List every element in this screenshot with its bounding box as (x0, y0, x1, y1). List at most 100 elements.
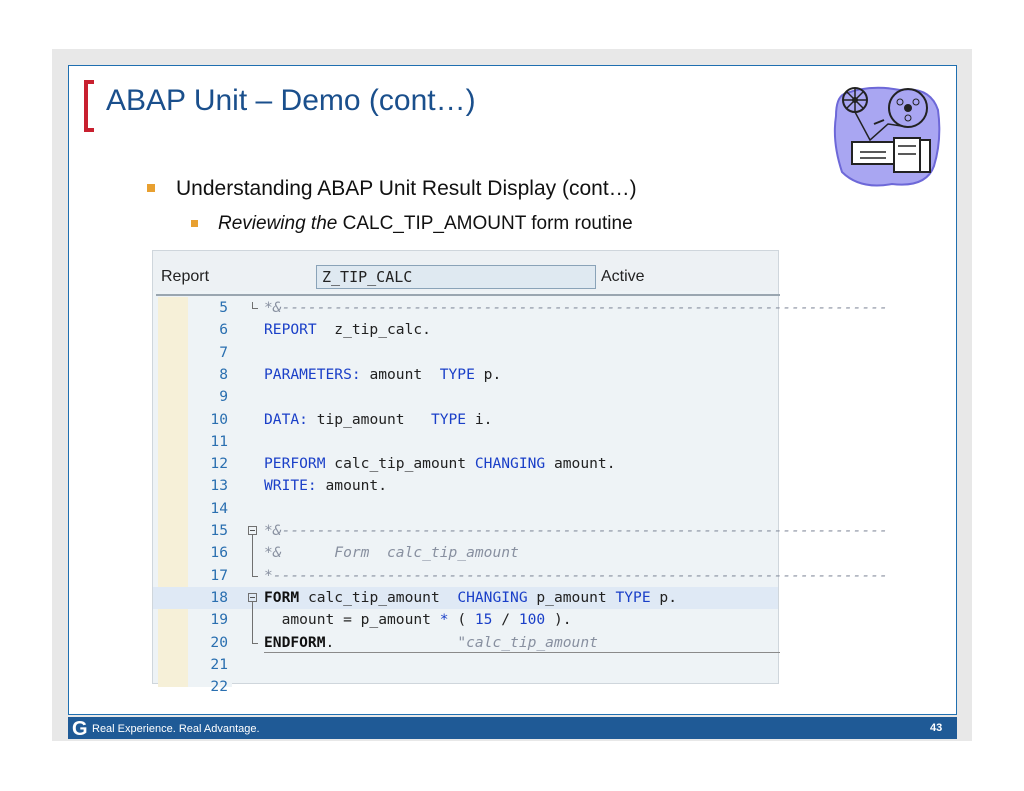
code-token: *---------------------------------------… (264, 566, 888, 584)
line-number: 17 (210, 566, 228, 584)
code-line: 8 PARAMETERS: amount TYPE p. (153, 364, 778, 386)
code-line: 12 PERFORM calc_tip_amount CHANGING amoun… (153, 453, 778, 475)
code-token: *&--------------------------------------… (264, 299, 888, 316)
code-line: 18 FORM calc_tip_amount CHANGING p_amount… (153, 586, 778, 609)
code-text: *---------------------------------------… (264, 565, 888, 587)
fold-toggle-icon[interactable] (248, 592, 257, 602)
page-number: 43 (930, 722, 943, 734)
code-token: 15 (474, 611, 493, 629)
code-token: CHANGING (457, 588, 528, 606)
code-token: *&--------------------------------------… (264, 522, 888, 539)
code-token: ( (448, 611, 475, 629)
line-number: 12 (210, 455, 228, 473)
code-line: 13 WRITE: amount. (153, 475, 778, 497)
code-line: 19 amount = p_amount * ( 15 / 100 ). (153, 609, 778, 631)
bullet-marker (191, 220, 198, 227)
code-line: 15 *&------------------------------------… (153, 520, 887, 542)
code-token: amount. (316, 477, 388, 495)
code-text: amount = p_amount * ( 15 / 100 ). (264, 609, 572, 631)
code-token: ). (545, 611, 572, 629)
bullet-level2: Reviewing the CALC_TIP_AMOUNT form routi… (190, 213, 633, 235)
program-name-field[interactable]: Z_TIP_CALC (316, 265, 596, 289)
code-token: p_amount (527, 588, 616, 606)
title-bracket (84, 80, 94, 132)
block-end-underline (264, 651, 780, 653)
code-line: 21 (153, 654, 778, 676)
code-text: *&--------------------------------------… (264, 520, 888, 542)
fold-guide-line (252, 601, 253, 643)
fold-toggle-icon[interactable] (248, 526, 257, 535)
line-number: 7 (219, 343, 228, 361)
bullet-marker (147, 184, 155, 192)
slide-title: ABAP Unit – Demo (cont…) (106, 84, 476, 117)
code-line: 14 (153, 498, 778, 520)
code-token: amount (360, 365, 440, 383)
code-token: PERFORM (264, 455, 326, 473)
line-number: 8 (219, 365, 228, 383)
code-token: TYPE (430, 410, 467, 428)
code-token: CHANGING (474, 455, 546, 473)
footer-tagline: Real Experience. Real Advantage. (92, 723, 260, 735)
code-text: ENDFORM. "calc_tip_amount (264, 632, 598, 654)
line-number: 10 (210, 410, 228, 428)
line-number: 18 (210, 588, 228, 606)
code-token: ENDFORM (264, 633, 326, 651)
code-token: DATA: (264, 410, 308, 428)
code-token: FORM (264, 588, 300, 606)
code-line: 20 ENDFORM. "calc_tip_amount (153, 632, 778, 654)
report-label: Report (161, 268, 210, 285)
line-number: 11 (210, 432, 228, 450)
bullet-italic-text: Reviewing the (218, 213, 338, 234)
line-number: 22 (210, 678, 228, 696)
abap-editor-screenshot: Report Z_TIP_CALC Active 5 *&------------… (152, 250, 888, 695)
code-token: z_tip_calc. (316, 321, 431, 339)
status-label: Active (601, 268, 645, 285)
code-token: i. (466, 410, 493, 428)
code-token: WRITE: (264, 477, 317, 495)
code-token: REPORT (264, 321, 317, 339)
code-line: 17 *-------------------------------------… (153, 565, 887, 587)
header-separator (156, 294, 780, 296)
line-number: 14 (210, 499, 228, 517)
line-number: 9 (219, 388, 228, 406)
line-number: 5 (219, 299, 228, 316)
code-text: PERFORM calc_tip_amount CHANGING amount. (264, 453, 615, 475)
bullet-text: CALC_TIP_AMOUNT form routine (337, 213, 633, 234)
code-token: TYPE (615, 588, 651, 606)
code-token: tip_amount (307, 410, 431, 428)
code-token: p. (650, 588, 677, 606)
code-token: "calc_tip_amount (457, 633, 598, 651)
code-token: calc_tip_amount (325, 455, 475, 473)
code-token: calc_tip_amount (299, 588, 458, 606)
company-logo: G (72, 718, 88, 740)
line-number-column (188, 297, 232, 687)
code-token: p. (474, 365, 502, 383)
line-number: 15 (210, 522, 228, 539)
code-text: *& Form calc_tip_amount (264, 542, 519, 564)
code-token: * (439, 611, 449, 629)
fold-end-marker (252, 636, 258, 644)
code-text: FORM calc_tip_amount CHANGING p_amount T… (264, 587, 677, 609)
line-number: 13 (210, 477, 228, 495)
fold-end-marker (252, 302, 258, 309)
fold-guide-line (252, 535, 253, 576)
code-token: amount. (545, 455, 616, 473)
code-token: TYPE (439, 365, 475, 383)
code-text: *&--------------------------------------… (264, 297, 888, 319)
code-line: 22 (153, 676, 778, 698)
code-text: DATA: tip_amount TYPE i. (264, 409, 492, 431)
code-line: 5 *&-------------------------------------… (153, 297, 888, 319)
code-line: 10 DATA: tip_amount TYPE i. (153, 409, 778, 431)
code-line: 11 (153, 431, 778, 453)
code-text: PARAMETERS: amount TYPE p. (264, 364, 501, 386)
line-number: 20 (210, 633, 228, 651)
code-token: PARAMETERS: (264, 365, 361, 383)
fold-end-marker (252, 569, 258, 577)
line-number: 21 (210, 655, 228, 673)
code-line: 9 (153, 386, 778, 408)
code-text: REPORT z_tip_calc. (264, 319, 431, 341)
code-token: *& Form calc_tip_amount (264, 544, 519, 562)
bullet-level1: Understanding ABAP Unit Result Display (… (176, 177, 637, 200)
line-number: 19 (210, 611, 228, 629)
